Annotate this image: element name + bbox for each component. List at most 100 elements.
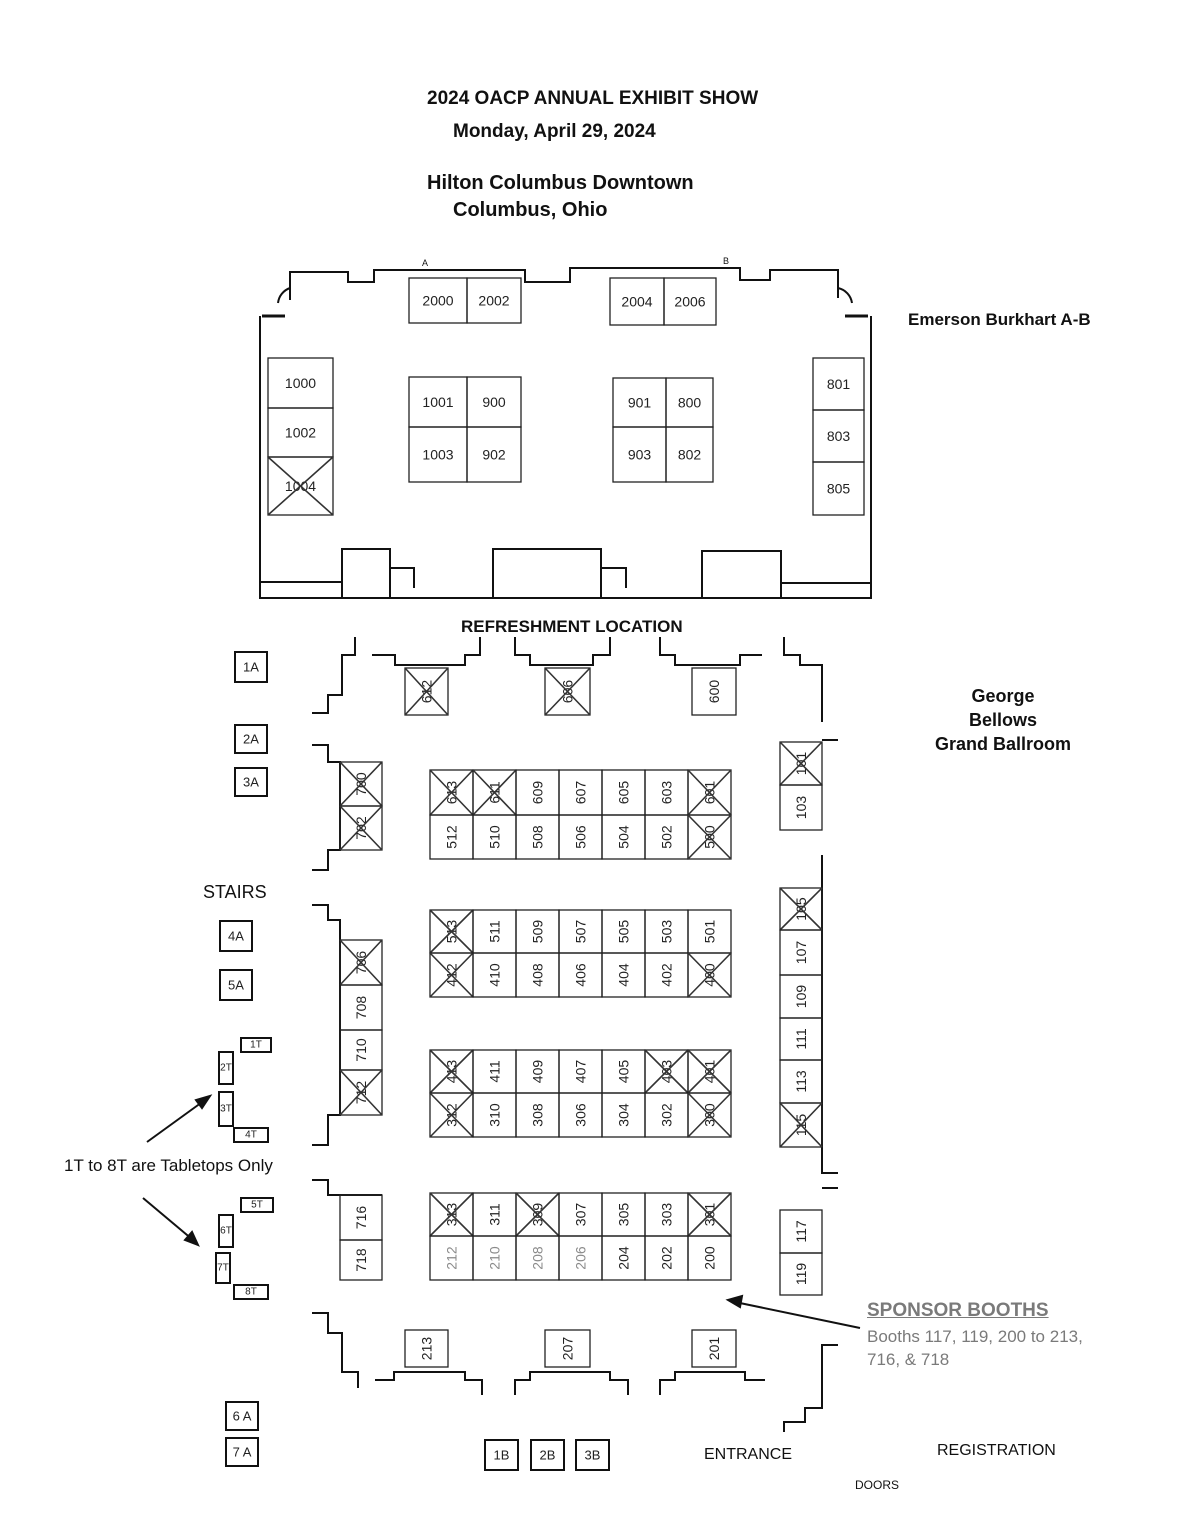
booth-404[interactable]: 404 [601,952,646,998]
booth-500[interactable]: 500 [687,814,732,860]
booth-2000[interactable]: 2000 [408,277,468,324]
booth-402[interactable]: 402 [644,952,689,998]
booth-710[interactable]: 710 [339,1029,383,1071]
table-1b[interactable]: 1B [484,1439,519,1471]
table-7a[interactable]: 7 A [225,1437,259,1467]
table-3b[interactable]: 3B [575,1439,610,1471]
booth-508[interactable]: 508 [515,814,560,860]
booth-1000[interactable]: 1000 [267,357,334,409]
booth-501[interactable]: 501 [687,909,732,954]
booth-503[interactable]: 503 [644,909,689,954]
booth-115[interactable]: 115 [779,1102,823,1148]
booth-502[interactable]: 502 [644,814,689,860]
table-1a[interactable]: 1A [234,651,268,683]
booth-605[interactable]: 605 [601,769,646,816]
booth-606[interactable]: 606 [544,667,591,716]
table-6a[interactable]: 6 A [225,1401,259,1431]
table-3a[interactable]: 3A [234,767,268,797]
booth-2002[interactable]: 2002 [466,277,522,324]
booth-1003[interactable]: 1003 [408,426,468,483]
booth-305[interactable]: 305 [601,1192,646,1237]
table-6t[interactable]: 6T [218,1214,234,1248]
booth-601[interactable]: 601 [687,769,732,816]
booth-313[interactable]: 313 [429,1192,474,1237]
booth-105[interactable]: 105 [779,887,823,931]
booth-400[interactable]: 400 [687,952,732,998]
table-2b[interactable]: 2B [530,1439,565,1471]
booth-1001[interactable]: 1001 [408,376,468,428]
booth-202[interactable]: 202 [644,1235,689,1281]
booth-304[interactable]: 304 [601,1092,646,1138]
booth-512[interactable]: 512 [429,814,474,860]
booth-611[interactable]: 611 [472,769,517,816]
booth-513[interactable]: 513 [429,909,474,954]
booth-2006[interactable]: 2006 [663,277,717,326]
booth-712[interactable]: 712 [339,1069,383,1116]
booth-113[interactable]: 113 [779,1059,823,1104]
table-4a[interactable]: 4A [219,920,253,952]
booth-901[interactable]: 901 [612,377,667,428]
booth-800[interactable]: 800 [665,377,714,428]
booth-101[interactable]: 101 [779,741,823,786]
booth-716[interactable]: 716 [339,1194,383,1241]
booth-312[interactable]: 312 [429,1092,474,1138]
table-7t[interactable]: 7T [215,1252,231,1284]
booth-401[interactable]: 401 [687,1049,732,1094]
booth-306[interactable]: 306 [558,1092,603,1138]
booth-510[interactable]: 510 [472,814,517,860]
booth-309[interactable]: 309 [515,1192,560,1237]
table-8t[interactable]: 8T [233,1284,269,1300]
booth-107[interactable]: 107 [779,929,823,976]
booth-301[interactable]: 301 [687,1192,732,1237]
booth-303[interactable]: 303 [644,1192,689,1237]
table-4t[interactable]: 4T [233,1127,269,1143]
booth-506[interactable]: 506 [558,814,603,860]
table-3t[interactable]: 3T [218,1091,234,1127]
booth-708[interactable]: 708 [339,984,383,1031]
booth-607[interactable]: 607 [558,769,603,816]
booth-600[interactable]: 600 [691,667,737,716]
table-1t[interactable]: 1T [240,1037,272,1053]
booth-2004[interactable]: 2004 [609,277,665,326]
booth-504[interactable]: 504 [601,814,646,860]
booth-413[interactable]: 413 [429,1049,474,1094]
booth-613[interactable]: 613 [429,769,474,816]
booth-405[interactable]: 405 [601,1049,646,1094]
booth-208[interactable]: 208 [515,1235,560,1281]
booth-805[interactable]: 805 [812,461,865,516]
booth-109[interactable]: 109 [779,974,823,1019]
table-5t[interactable]: 5T [240,1197,274,1213]
booth-119[interactable]: 119 [779,1252,823,1296]
booth-409[interactable]: 409 [515,1049,560,1094]
booth-509[interactable]: 509 [515,909,560,954]
booth-407[interactable]: 407 [558,1049,603,1094]
booth-206[interactable]: 206 [558,1235,603,1281]
booth-204[interactable]: 204 [601,1235,646,1281]
booth-612[interactable]: 612 [404,667,449,716]
booth-207[interactable]: 207 [544,1329,591,1368]
booth-308[interactable]: 308 [515,1092,560,1138]
booth-311[interactable]: 311 [472,1192,517,1237]
booth-511[interactable]: 511 [472,909,517,954]
booth-406[interactable]: 406 [558,952,603,998]
booth-117[interactable]: 117 [779,1209,823,1254]
booth-1002[interactable]: 1002 [267,407,334,458]
booth-700[interactable]: 700 [339,761,383,807]
booth-801[interactable]: 801 [812,357,865,411]
table-2t[interactable]: 2T [218,1051,234,1085]
table-2a[interactable]: 2A [234,724,268,754]
booth-903[interactable]: 903 [612,426,667,483]
booth-507[interactable]: 507 [558,909,603,954]
booth-212[interactable]: 212 [429,1235,474,1281]
booth-718[interactable]: 718 [339,1239,383,1281]
booth-900[interactable]: 900 [466,376,522,428]
booth-310[interactable]: 310 [472,1092,517,1138]
booth-210[interactable]: 210 [472,1235,517,1281]
booth-603[interactable]: 603 [644,769,689,816]
booth-408[interactable]: 408 [515,952,560,998]
booth-1004[interactable]: 1004 [267,456,334,516]
booth-412[interactable]: 412 [429,952,474,998]
booth-803[interactable]: 803 [812,409,865,463]
booth-702[interactable]: 702 [339,805,383,851]
booth-802[interactable]: 802 [665,426,714,483]
